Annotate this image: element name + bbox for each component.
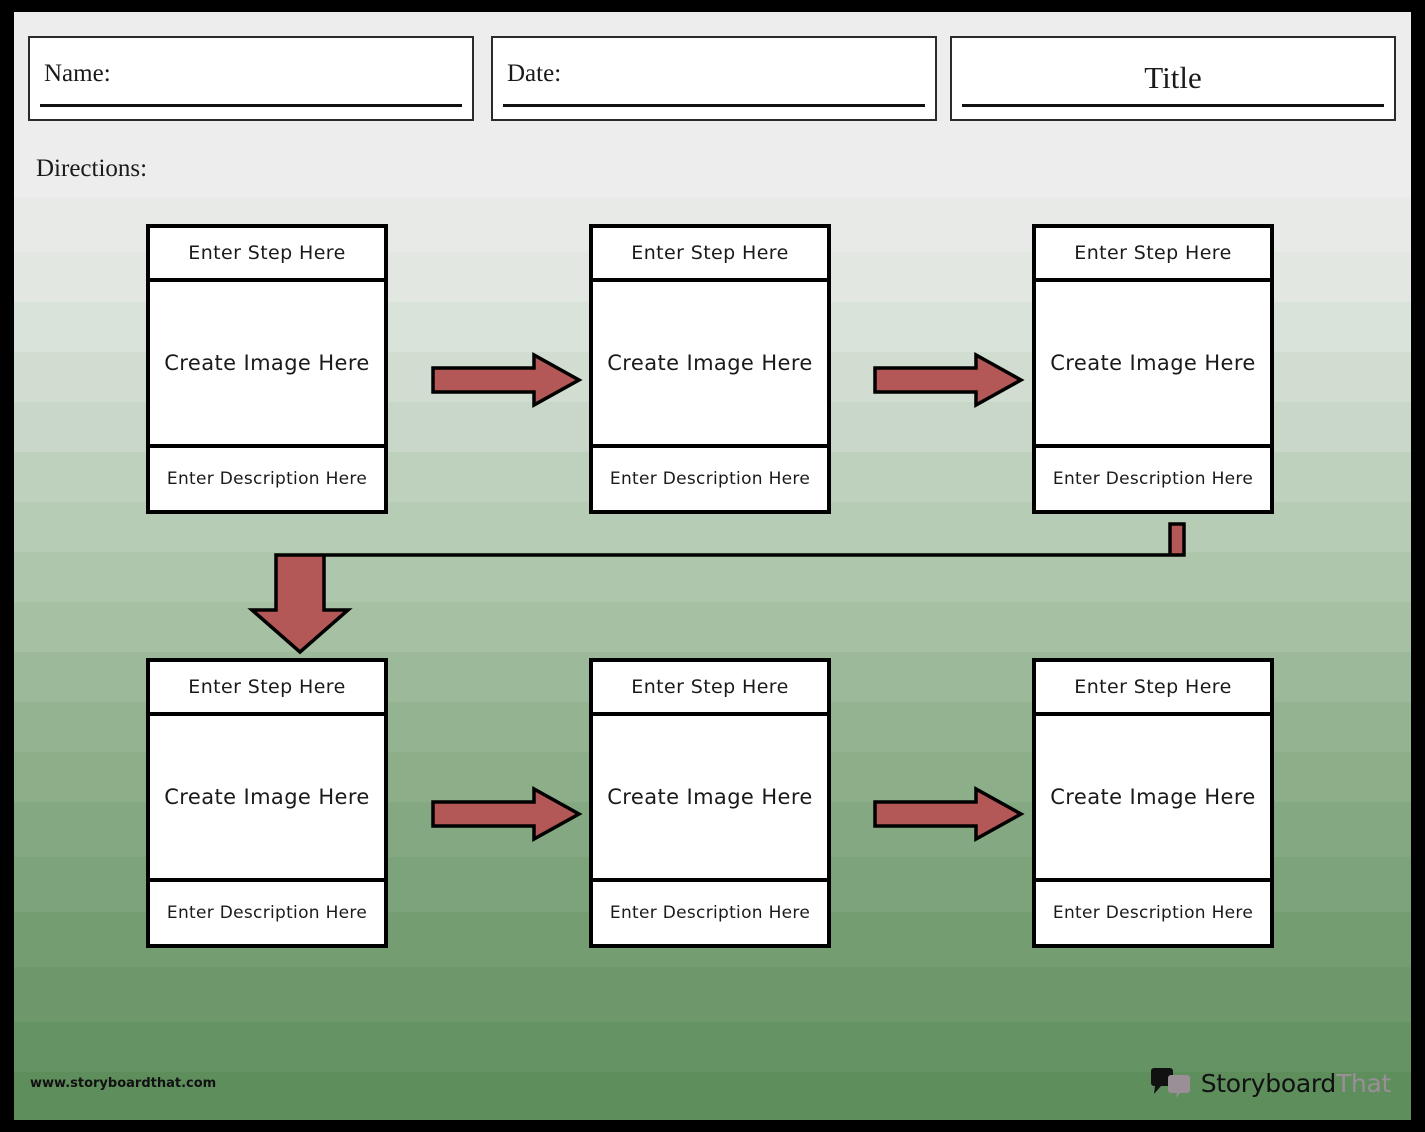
step-card-1-image-label: Create Image Here: [164, 351, 370, 375]
step-card-4-description-area[interactable]: Enter Description Here: [150, 882, 384, 944]
date-field-writing-line: [503, 104, 925, 107]
step-card-3-description-area[interactable]: Enter Description Here: [1036, 448, 1270, 510]
step-card-3[interactable]: Enter Step Here Create Image Here Enter …: [1032, 224, 1274, 514]
name-field-box[interactable]: Name:: [28, 36, 474, 121]
step-card-6-image-area[interactable]: Create Image Here: [1036, 716, 1270, 882]
step-card-4-header[interactable]: Enter Step Here: [150, 662, 384, 716]
step-card-6-header[interactable]: Enter Step Here: [1036, 662, 1270, 716]
arrow-step3-to-step4-shape: [246, 517, 1196, 662]
worksheet-canvas: Name: Date: Title Directions:: [14, 12, 1411, 1120]
step-card-5-image-label: Create Image Here: [607, 785, 813, 809]
step-card-4-image-area[interactable]: Create Image Here: [150, 716, 384, 882]
step-card-2-header[interactable]: Enter Step Here: [593, 228, 827, 282]
arrow-step1-to-step2: [431, 352, 583, 408]
step-card-6-description-label: Enter Description Here: [1052, 903, 1254, 923]
step-card-5-step-label: Enter Step Here: [631, 676, 789, 698]
arrow-step2-to-step3: [873, 352, 1025, 408]
directions-label: Directions:: [36, 155, 148, 182]
step-card-6-step-label: Enter Step Here: [1074, 676, 1232, 698]
step-card-4-step-label: Enter Step Here: [188, 676, 346, 698]
step-card-1-description-label: Enter Description Here: [166, 469, 368, 489]
step-card-4-image-label: Create Image Here: [164, 785, 370, 809]
name-field-writing-line: [40, 104, 462, 107]
title-field-label: Title: [1144, 60, 1202, 95]
name-field-label: Name:: [44, 60, 111, 87]
step-card-2-description-area[interactable]: Enter Description Here: [593, 448, 827, 510]
arrow-step3-to-step4: [247, 522, 1186, 655]
brand-secondary-text: That: [1335, 1068, 1391, 1098]
step-card-6[interactable]: Enter Step Here Create Image Here Enter …: [1032, 658, 1274, 948]
step-card-3-header[interactable]: Enter Step Here: [1036, 228, 1270, 282]
date-field-label: Date:: [507, 60, 562, 87]
brand-wordmark: StoryboardThat: [1200, 1068, 1392, 1098]
step-card-5[interactable]: Enter Step Here Create Image Here Enter …: [589, 658, 831, 948]
brand-lockup: StoryboardThat: [1150, 1068, 1391, 1098]
step-card-2-description-label: Enter Description Here: [609, 469, 811, 489]
step-card-2[interactable]: Enter Step Here Create Image Here Enter …: [589, 224, 831, 514]
step-card-5-header[interactable]: Enter Step Here: [593, 662, 827, 716]
step-card-1-header[interactable]: Enter Step Here: [150, 228, 384, 282]
step-card-3-image-label: Create Image Here: [1050, 351, 1256, 375]
step-card-5-description-label: Enter Description Here: [609, 903, 811, 923]
speech-bubble-icon: [1150, 1068, 1190, 1098]
step-card-1[interactable]: Enter Step Here Create Image Here Enter …: [146, 224, 388, 514]
step-card-1-description-area[interactable]: Enter Description Here: [150, 448, 384, 510]
step-card-2-step-label: Enter Step Here: [631, 242, 789, 264]
brand-primary-text: Storyboard: [1200, 1068, 1337, 1098]
step-card-6-image-label: Create Image Here: [1050, 785, 1256, 809]
step-card-5-image-area[interactable]: Create Image Here: [593, 716, 827, 882]
step-card-5-description-area[interactable]: Enter Description Here: [593, 882, 827, 944]
step-card-2-image-label: Create Image Here: [607, 351, 813, 375]
arrow-step4-to-step5: [431, 786, 583, 842]
title-field-box[interactable]: Title: [950, 36, 1396, 121]
title-field-writing-line: [962, 104, 1384, 107]
step-card-3-image-area[interactable]: Create Image Here: [1036, 282, 1270, 448]
site-url-text: www.storyboardthat.com: [30, 1076, 217, 1091]
step-card-4-description-label: Enter Description Here: [166, 903, 368, 923]
step-card-1-image-area[interactable]: Create Image Here: [150, 282, 384, 448]
step-card-3-step-label: Enter Step Here: [1074, 242, 1232, 264]
step-card-6-description-area[interactable]: Enter Description Here: [1036, 882, 1270, 944]
date-field-box[interactable]: Date:: [491, 36, 937, 121]
step-card-4[interactable]: Enter Step Here Create Image Here Enter …: [146, 658, 388, 948]
step-card-2-image-area[interactable]: Create Image Here: [593, 282, 827, 448]
arrow-step5-to-step6: [873, 786, 1025, 842]
step-card-3-description-label: Enter Description Here: [1052, 469, 1254, 489]
step-card-1-step-label: Enter Step Here: [188, 242, 346, 264]
